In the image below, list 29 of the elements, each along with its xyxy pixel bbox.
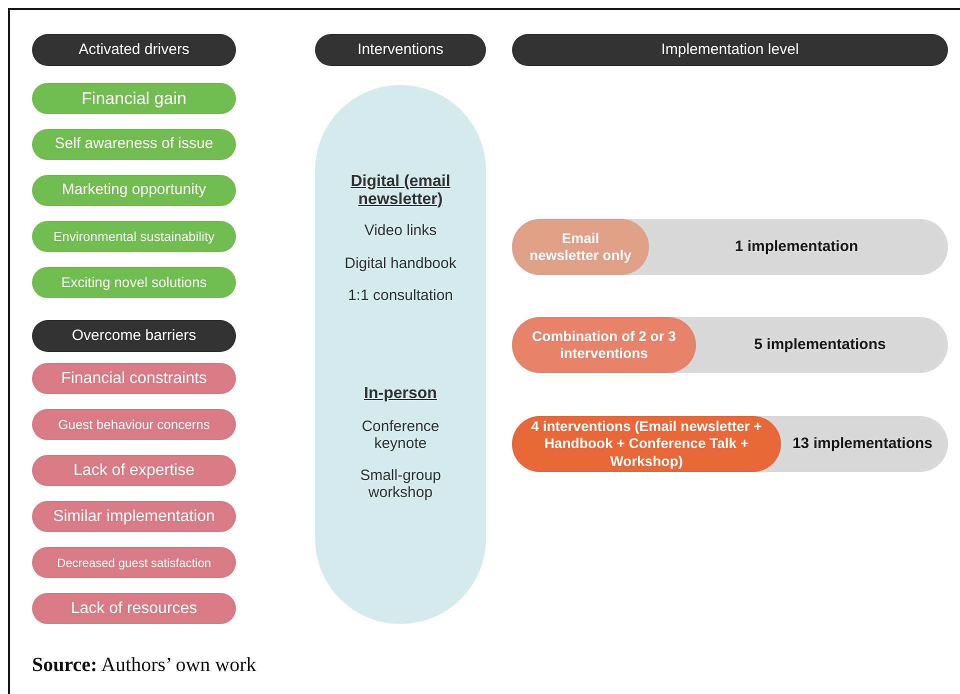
- driver-pill: Exciting novel solutions: [32, 267, 236, 298]
- implementation-count: 13 implementations: [791, 434, 934, 454]
- barrier-pill: Lack of expertise: [32, 455, 236, 486]
- implementation-count: 1 implementation: [734, 236, 860, 257]
- intervention-item: Conference keynote: [360, 419, 440, 452]
- section-header-pill: Interventions: [315, 34, 486, 66]
- section-heading: In-person: [363, 385, 438, 403]
- level-pill: Combination of 2 or 3 interventions: [512, 317, 696, 373]
- barrier-pill: Financial constraints: [32, 363, 236, 394]
- barrier-pill: Decreased guest satisfaction: [32, 547, 236, 578]
- intervention-item: 1:1 consultation: [346, 288, 454, 304]
- section-header-pill: Activated drivers: [32, 34, 236, 66]
- intervention-item: Small-group workshop: [359, 468, 442, 501]
- barrier-pill: Guest behaviour concerns: [32, 409, 236, 440]
- barrier-pill: Lack of resources: [32, 593, 236, 624]
- intervention-item: Digital handbook: [344, 256, 458, 272]
- driver-pill: Environmental sustainability: [32, 221, 236, 252]
- driver-pill: Marketing opportunity: [32, 175, 236, 206]
- intervention-item: Video links: [363, 223, 438, 240]
- driver-pill: Self awareness of issue: [32, 129, 236, 160]
- section-header-pill: Overcome barriers: [32, 320, 236, 352]
- driver-pill: Financial gain: [32, 83, 236, 114]
- source-note: Source: Authors’ own work: [32, 653, 256, 678]
- level-pill: Email newsletter only: [512, 219, 649, 275]
- level-pill: 4 interventions (Email newsletter + Handbook + Conference Talk + Workshop): [512, 416, 781, 472]
- barrier-pill: Similar implementation: [32, 501, 236, 532]
- section-heading: Digital (email newsletter): [350, 173, 452, 208]
- implementation-count: 5 implementations: [753, 334, 887, 355]
- section-header-pill: Implementation level: [512, 34, 948, 66]
